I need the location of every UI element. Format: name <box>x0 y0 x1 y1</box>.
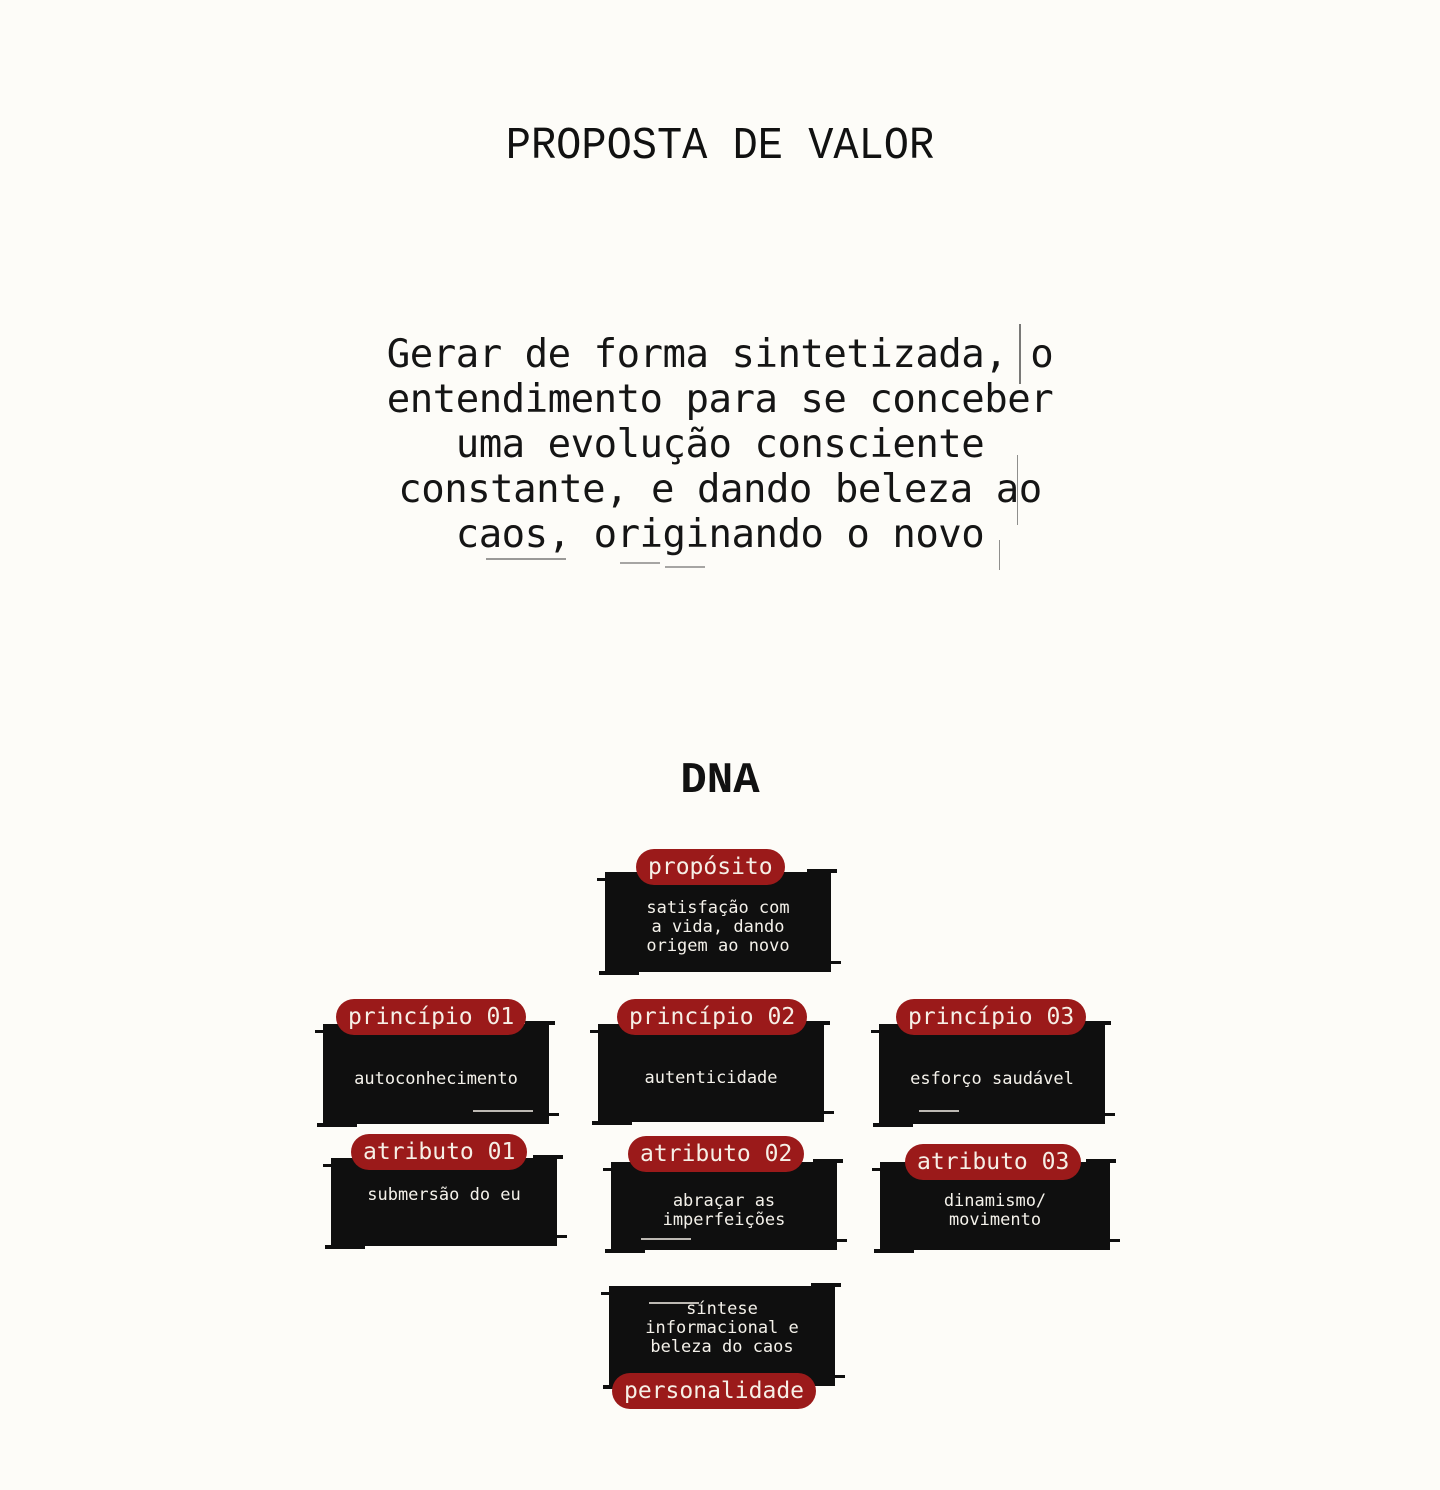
atributo-03-text: dinamismo/ movimento <box>943 1191 1047 1230</box>
atributo-01-text: submersão do eu <box>367 1184 521 1205</box>
typewriter-mark <box>665 566 705 568</box>
proposito-text: satisfação com a vida, dando origem ao n… <box>646 897 790 956</box>
proposta-title: PROPOSTA DE VALOR <box>505 120 935 172</box>
personalidade-label: personalidade <box>612 1373 817 1409</box>
principio-03-text: esforço saudável <box>910 1068 1074 1089</box>
dna-title: DNA <box>680 756 760 806</box>
statement-line-1: Gerar de forma sintetizada, o <box>386 332 1054 377</box>
atributo-03-label: atributo 03 <box>905 1144 1082 1180</box>
typewriter-mark <box>486 558 566 560</box>
principio-02-text: autenticidade <box>644 1067 778 1088</box>
proposito-label: propósito <box>636 849 785 885</box>
typewriter-mark <box>1017 455 1018 525</box>
principio-01-card: autoconhecimento <box>315 1021 559 1127</box>
proposito-card: satisfação com a vida, dando origem ao n… <box>597 869 841 975</box>
atributo-01-label: atributo 01 <box>351 1134 528 1170</box>
statement-line-5: caos, originando o novo <box>455 512 985 557</box>
principio-01-label: princípio 01 <box>336 999 527 1035</box>
atributo-02-label: atributo 02 <box>628 1136 805 1172</box>
atributo-02-text: abraçar as imperfeições <box>662 1191 786 1230</box>
statement-line-2: entendimento para se conceber <box>386 377 1054 422</box>
principio-02-card: autenticidade <box>590 1021 834 1125</box>
value-proposition-statement: Gerar de forma sintetizada, o entendimen… <box>340 332 1100 557</box>
atributo-02-card: abraçar as imperfeições <box>603 1159 847 1253</box>
principio-03-card: esforço saudável <box>871 1021 1115 1127</box>
principio-03-label: princípio 03 <box>896 999 1087 1035</box>
atributo-01-card: submersão do eu <box>323 1155 567 1249</box>
principio-02-label: princípio 02 <box>617 999 808 1035</box>
principio-01-text: autoconhecimento <box>354 1068 518 1089</box>
typewriter-mark <box>620 562 660 564</box>
typewriter-mark <box>999 540 1000 570</box>
statement-line-4: constante, e dando beleza ao <box>398 467 1042 512</box>
personalidade-card: síntese informacional e beleza do caos <box>601 1283 845 1389</box>
personalidade-text: síntese informacional e beleza do caos <box>645 1298 799 1357</box>
typewriter-mark <box>1019 324 1021 384</box>
statement-line-3: uma evolução consciente <box>455 422 985 467</box>
